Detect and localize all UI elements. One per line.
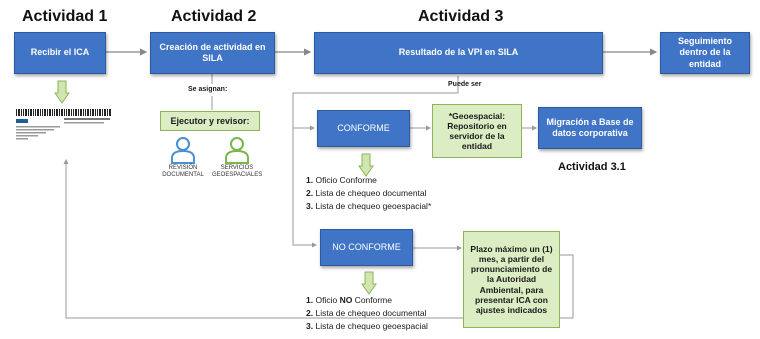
- label-servicios-geoespaciales: SERVICIOS GEOESPACIALES: [212, 165, 263, 179]
- list-item: 2. Lista de chequeo documental: [306, 188, 427, 198]
- reviewer-person-icon: [171, 137, 195, 164]
- box-no-conforme: NO CONFORME: [320, 229, 413, 266]
- box-plazo-note: Plazo máximo un (1) mes, a partir del pr…: [463, 231, 560, 328]
- down-arrow-icon: [54, 80, 70, 104]
- geospatial-person-icon: [225, 137, 249, 164]
- label-puede-ser: Puede ser: [448, 81, 482, 88]
- list-item: 2. Lista de chequeo documental: [306, 308, 427, 318]
- list-item: 1. Oficio Conforme: [306, 175, 377, 185]
- box-conforme: CONFORME: [317, 110, 410, 147]
- box-seguimiento: Seguimiento dentro de la entidad: [660, 32, 750, 74]
- header-actividad-3-1: Actividad 3.1: [558, 161, 626, 173]
- box-geoespacial-note: *Geoespacial: Repositorio en servidor de…: [432, 104, 522, 158]
- barcode-document-icon: [14, 108, 114, 156]
- label-revision-documental: REVISIÓN DOCUMENTAL: [162, 165, 204, 179]
- box-ejecutor-revisor: Ejecutor y revisor:: [160, 111, 260, 131]
- box-resultado-vpi: Resultado de la VPI en SILA: [314, 32, 603, 74]
- box-recibir-ica: Recibir el ICA: [14, 32, 106, 74]
- box-creacion-actividad: Creación de actividad en SILA: [150, 32, 275, 74]
- header-actividad-1: Actividad 1: [22, 8, 108, 25]
- header-actividad-3: Actividad 3: [418, 8, 504, 25]
- list-item: 3. Lista de chequeo geoespacial: [306, 321, 428, 331]
- down-arrow-icon: [361, 271, 377, 295]
- list-item: 1. Oficio NO Conforme: [306, 295, 392, 305]
- conforme-list: 1. Oficio Conforme 2. Lista de chequeo d…: [306, 174, 431, 213]
- label-se-asignan: Se asignan:: [188, 86, 228, 93]
- header-actividad-2: Actividad 2: [171, 8, 257, 25]
- down-arrow-icon: [358, 153, 374, 177]
- list-item: 3. Lista de chequeo geoespacial*: [306, 201, 432, 211]
- no-conforme-list: 1. Oficio NO Conforme 2. Lista de cheque…: [306, 294, 428, 333]
- box-migracion: Migración a Base de datos corporativa: [538, 107, 642, 149]
